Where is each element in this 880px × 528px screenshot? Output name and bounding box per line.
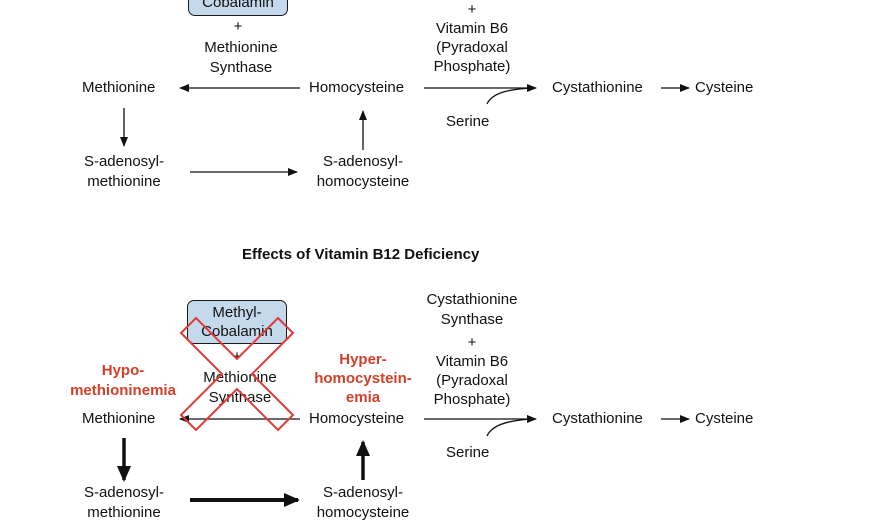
homocysteine-node: Homocysteine: [309, 79, 405, 96]
serine-input-curve: [486, 87, 535, 105]
sam-line2: methionine: [87, 173, 161, 190]
sam-node-deficient: S-adenosyl- methionine: [64, 483, 184, 523]
sam-line1: S-adenosyl-: [83, 153, 165, 170]
vitamin-b6-deficient-plus: +: [467, 334, 477, 351]
vitamin-b6-deficient-line3: Phosphate): [433, 391, 511, 408]
vitamin-b6-label: + Vitamin B6 (Pyradoxal Phosphate): [412, 0, 532, 76]
plus-sign-deficient: +: [232, 348, 242, 365]
methionine-synthase-line1: Methionine: [204, 39, 278, 56]
serine-node-deficient: Serine: [446, 444, 490, 461]
sah-deficient-line1: S-adenosyl-: [322, 484, 404, 501]
hyperhomocysteinemia-label: Hyper- homocystein- emia: [302, 350, 424, 407]
sam-node: S-adenosyl- methionine: [64, 152, 184, 192]
vitamin-b6-deficient-line2: (Pyradoxal: [436, 372, 508, 389]
sah-line1: S-adenosyl-: [322, 153, 404, 170]
sah-node-deficient: S-adenosyl- homocysteine: [302, 483, 424, 523]
cystathionine-node-deficient: Cystathionine: [552, 410, 643, 427]
methionine-synthase-deficient-line1: Methionine: [203, 369, 277, 386]
methylcobalamin-line1: Methyl-: [212, 304, 262, 321]
methionine-synthase-label: Methionine Synthase: [186, 38, 296, 78]
sam-deficient-line1: S-adenosyl-: [83, 484, 165, 501]
cysteine-node-deficient: Cysteine: [695, 410, 754, 427]
vitamin-b6-line2: (Pyradoxal: [436, 39, 508, 56]
cystathionine-synthase-line2: Synthase: [440, 311, 504, 328]
cystathionine-node: Cystathionine: [552, 79, 643, 96]
methylcobalamin-box: Methyl- Cobalamin: [187, 300, 287, 344]
hypomethioninemia-label: Hypo- methioninemia: [58, 361, 188, 401]
deficiency-title: Effects of Vitamin B12 Deficiency: [242, 246, 480, 263]
cystathionine-synthase-line1: Cystathionine: [426, 291, 518, 308]
methionine-synthase-deficient-line2: Synthase: [208, 389, 272, 406]
cystathionine-synthase-label: Cystathionine Synthase: [402, 290, 542, 330]
methionine-synthase-line2: Synthase: [209, 59, 273, 76]
homocysteine-node-deficient: Homocysteine: [309, 410, 405, 427]
methionine-synthase-label-deficient: Methionine Synthase: [185, 368, 295, 408]
hypomethioninemia-line2: methioninemia: [70, 382, 176, 399]
cobalamin-label: Cobalamin: [202, 0, 274, 11]
cobalamin-box: Cobalamin: [188, 0, 288, 16]
vitamin-b6-line3: Phosphate): [433, 58, 511, 75]
methionine-node: Methionine: [82, 79, 156, 96]
hyperhomocysteinemia-line1: Hyper-: [339, 351, 387, 368]
sah-node: S-adenosyl- homocysteine: [302, 152, 424, 192]
sam-deficient-line2: methionine: [87, 504, 161, 521]
vitamin-b6-line1: Vitamin B6: [435, 20, 509, 37]
hypomethioninemia-line1: Hypo-: [101, 362, 145, 379]
hyperhomocysteinemia-line2: homocystein-: [314, 370, 412, 387]
serine-input-curve-deficient: [486, 418, 535, 437]
vitamin-b6-label-deficient: + Vitamin B6 (Pyradoxal Phosphate): [412, 333, 532, 409]
methylcobalamin-line2: Cobalamin: [201, 323, 273, 340]
sah-deficient-line2: homocysteine: [316, 504, 410, 521]
plus-sign: +: [233, 18, 243, 35]
sah-line2: homocysteine: [316, 173, 410, 190]
serine-node: Serine: [446, 113, 490, 130]
cysteine-node: Cysteine: [695, 79, 754, 96]
hyperhomocysteinemia-line3: emia: [345, 389, 381, 406]
methionine-node-deficient: Methionine: [82, 410, 156, 427]
vitamin-b6-plus: +: [467, 1, 477, 18]
vitamin-b6-deficient-line1: Vitamin B6: [435, 353, 509, 370]
